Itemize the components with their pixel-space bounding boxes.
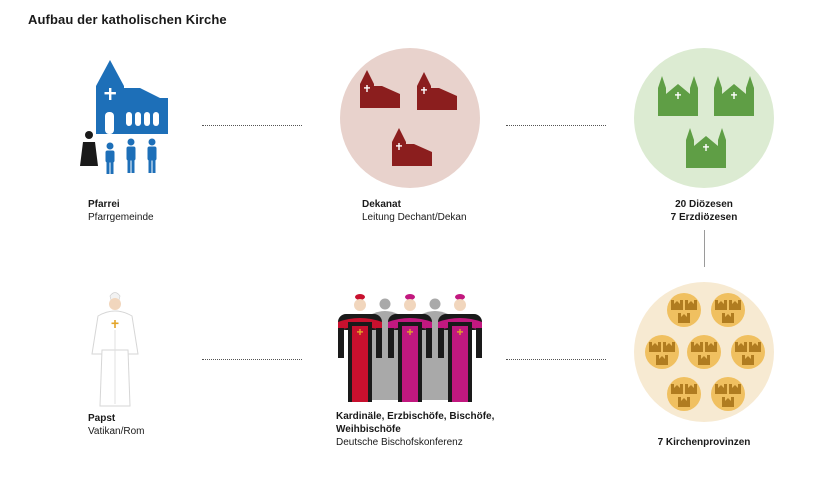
connector-pfarrei-dekanat xyxy=(202,125,302,126)
erzdioezesen-count: 7 Erzdiözesen xyxy=(670,212,738,223)
dekanat-subtitle: Leitung Dechant/Dekan xyxy=(362,212,467,223)
bishop-icon xyxy=(388,294,432,402)
connector-bischoefe-provinzen xyxy=(506,359,606,360)
dioezesen-illustration xyxy=(634,48,774,188)
bischoefe-title-line2: Weihbischöfe xyxy=(336,424,401,435)
dekanat-title: Dekanat xyxy=(362,199,401,210)
pfarrei-title: Pfarrei xyxy=(88,199,120,210)
dioezesen-label: 20 Diözesen 7 Erzdiözesen xyxy=(644,198,764,224)
connector-dioezesen-provinzen xyxy=(704,230,705,267)
papst-subtitle: Vatikan/Rom xyxy=(88,426,145,437)
cardinal-icon xyxy=(338,294,382,402)
bischoefe-subtitle: Deutsche Bischofskonferenz xyxy=(336,437,463,448)
page-title: Aufbau der katholischen Kirche xyxy=(28,12,227,27)
connector-dekanat-dioezesen xyxy=(506,125,606,126)
connector-papst-bischoefe xyxy=(202,359,302,360)
bischoefe-label: Kardinäle, Erzbischöfe, Bischöfe, Weihbi… xyxy=(336,410,494,449)
priest-icon xyxy=(80,131,98,166)
pfarrei-illustration xyxy=(80,60,168,174)
dekanat-label: Dekanat Leitung Dechant/Dekan xyxy=(362,198,467,224)
pfarrei-subtitle: Pfarrgemeinde xyxy=(88,212,154,223)
dioezesen-count: 20 Diözesen xyxy=(675,199,733,210)
dekanat-illustration xyxy=(340,48,480,188)
papst-title: Papst xyxy=(88,413,116,424)
provinzen-illustration xyxy=(634,282,774,422)
pfarrei-label: Pfarrei Pfarrgemeinde xyxy=(88,198,154,224)
provinzen-label: 7 Kirchenprovinzen xyxy=(634,436,774,449)
person-icon xyxy=(105,138,157,174)
pope-icon xyxy=(91,292,139,407)
bischoefe-illustration xyxy=(338,294,482,402)
bischoefe-title-line1: Kardinäle, Erzbischöfe, Bischöfe, xyxy=(336,411,495,422)
papst-label: Papst Vatikan/Rom xyxy=(88,412,145,438)
bishop-icon xyxy=(438,294,482,402)
provinzen-title: 7 Kirchenprovinzen xyxy=(657,437,751,448)
